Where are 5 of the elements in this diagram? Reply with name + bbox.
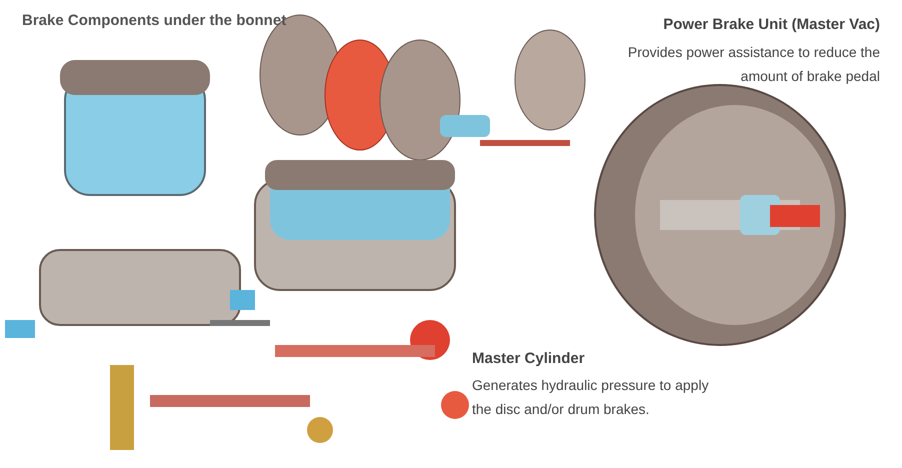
component-description: Generates hydraulic pressure to apply the disc and/or drum brakes. (472, 376, 710, 419)
component-heading: Power Brake Unit (Master Vac) (663, 16, 880, 33)
diagram-title: Brake Components under the bonnet (22, 12, 286, 29)
component-heading: Master Cylinder (472, 350, 585, 367)
component-description: Provides power assistance to reduce the amount of brake pedal (626, 43, 880, 86)
